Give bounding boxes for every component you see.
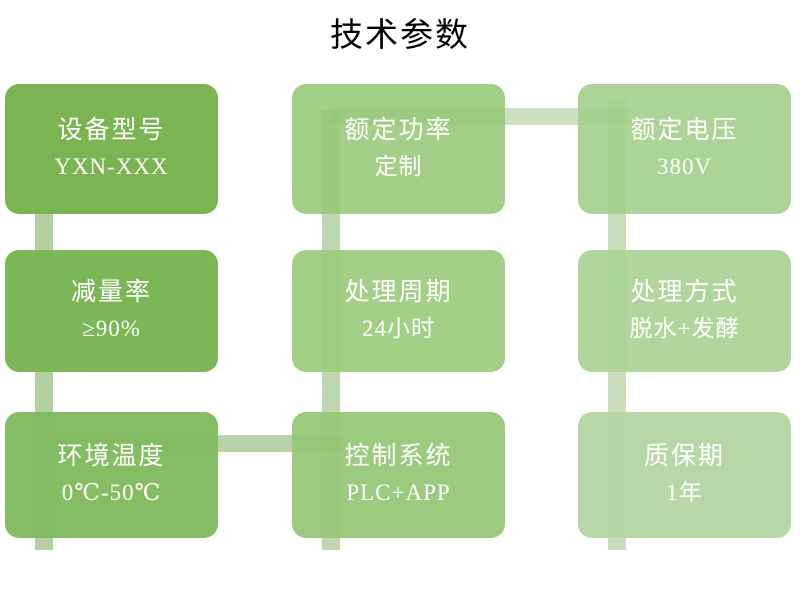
spec-card-title: 处理周期 bbox=[344, 279, 453, 306]
spec-card-value: 380V bbox=[656, 154, 713, 179]
spec-card-value: 脱水+发酵 bbox=[629, 316, 740, 341]
spec-card-processing-method[interactable]: 处理方式 脱水+发酵 bbox=[578, 250, 791, 372]
spec-card-value: YXN-XXX bbox=[54, 154, 169, 179]
spec-card-reduction-rate[interactable]: 减量率 ≥90% bbox=[5, 250, 218, 372]
spec-card-warranty-period[interactable]: 质保期 1年 bbox=[578, 412, 791, 538]
spec-card-processing-cycle[interactable]: 处理周期 24小时 bbox=[292, 250, 505, 372]
spec-card-title: 额定功率 bbox=[344, 117, 453, 144]
spec-card-title: 设备型号 bbox=[57, 117, 166, 144]
page-title: 技术参数 bbox=[330, 18, 470, 54]
spec-card-ambient-temperature[interactable]: 环境温度 0℃-50℃ bbox=[5, 412, 218, 538]
spec-card-title: 控制系统 bbox=[344, 443, 453, 470]
spec-card-value: 24小时 bbox=[362, 316, 435, 341]
spec-card-value: 1年 bbox=[666, 480, 703, 505]
spec-card-title: 处理方式 bbox=[630, 279, 739, 306]
spec-card-value: 定制 bbox=[374, 154, 423, 179]
spec-card-title: 质保期 bbox=[643, 443, 725, 470]
spec-card-title: 额定电压 bbox=[630, 117, 739, 144]
spec-card-value: ≥90% bbox=[82, 316, 141, 341]
spec-card-title: 环境温度 bbox=[57, 443, 166, 470]
spec-card-device-model[interactable]: 设备型号 YXN-XXX bbox=[5, 84, 218, 214]
spec-card-title: 减量率 bbox=[70, 279, 152, 306]
spec-card-control-system[interactable]: 控制系统 PLC+APP bbox=[292, 412, 505, 538]
spec-card-value: 0℃-50℃ bbox=[61, 480, 162, 505]
spec-card-value: PLC+APP bbox=[346, 480, 451, 505]
spec-card-rated-power[interactable]: 额定功率 定制 bbox=[292, 84, 505, 214]
spec-card-rated-voltage[interactable]: 额定电压 380V bbox=[578, 84, 791, 214]
